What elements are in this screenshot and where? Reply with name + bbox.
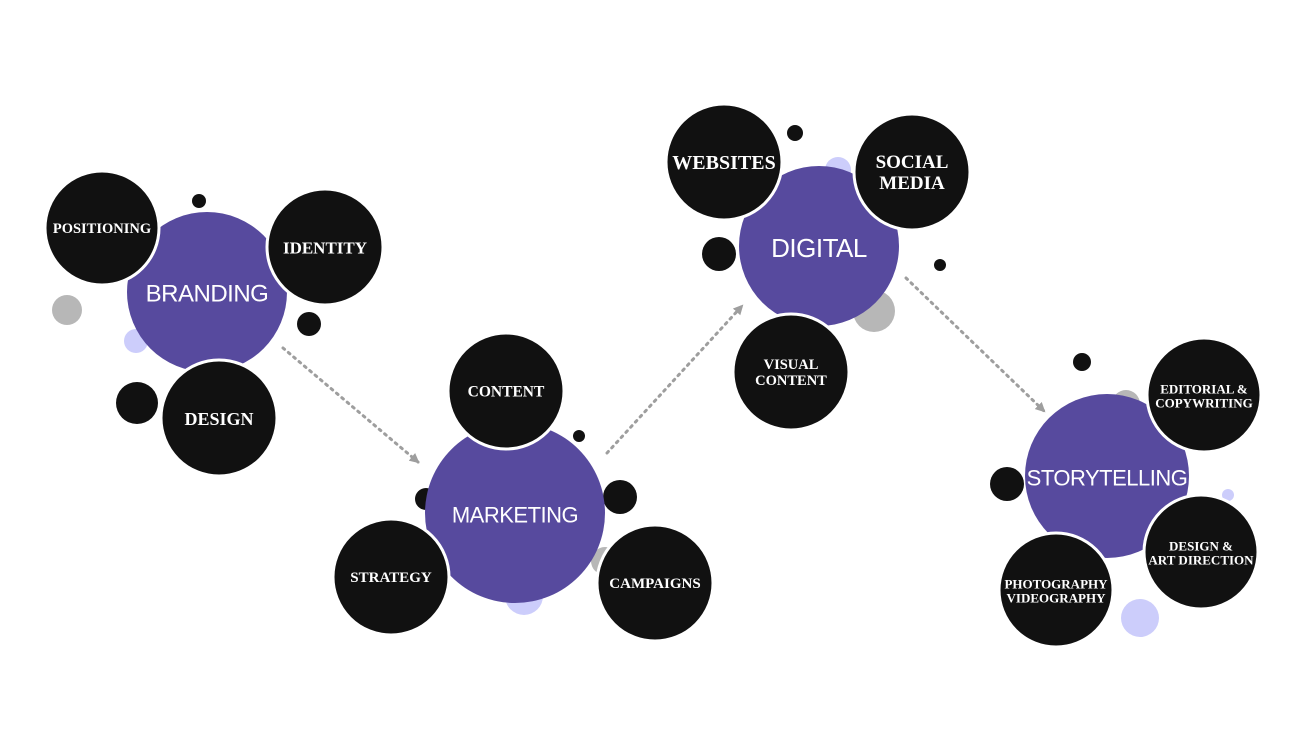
satellite-label: PHOTOGRAPHY (1004, 576, 1108, 591)
arrow-marketing-to-digital (605, 304, 744, 455)
arrow-digital-to-storytelling (904, 276, 1046, 413)
decorative-dot (990, 467, 1024, 501)
satellite-label: DESIGN & (1169, 538, 1233, 553)
decorative-dot (116, 382, 158, 424)
decorative-dot (787, 125, 803, 141)
hub-label: MARKETING (452, 503, 578, 528)
decorative-dot (603, 480, 637, 514)
hub-storytelling: STORYTELLING (1025, 394, 1189, 558)
satellite-label: WEBSITES (672, 152, 775, 174)
satellite-design-art: DESIGN &ART DIRECTION (1142, 493, 1260, 611)
satellite-websites: WEBSITES (664, 102, 784, 222)
hub-marketing: MARKETING (425, 423, 605, 603)
satellite-label: VIDEOGRAPHY (1007, 591, 1107, 606)
decorative-dot (573, 430, 585, 442)
satellite-label: DESIGN (184, 409, 253, 429)
satellite-circle (1145, 336, 1263, 454)
satellite-label: IDENTITY (283, 239, 367, 258)
satellite-label: EDITORIAL & (1160, 381, 1248, 396)
arrow-branding-to-marketing (281, 346, 420, 464)
satellite-circle (731, 312, 851, 432)
satellite-circle (664, 102, 784, 222)
satellite-positioning: POSITIONING (43, 169, 161, 287)
decorative-dot (1121, 599, 1159, 637)
hub-circle (1025, 394, 1189, 558)
satellite-design: DESIGN (159, 358, 279, 478)
satellite-label: COPYWRITING (1155, 396, 1253, 411)
satellite-circle (265, 187, 385, 307)
decorative-dot (934, 259, 946, 271)
satellite-circle (1142, 493, 1260, 611)
hub-label: BRANDING (146, 281, 269, 308)
satellite-circle (446, 331, 566, 451)
hub-circle (739, 166, 899, 326)
satellite-label: CONTENT (755, 373, 827, 389)
satellite-circle (331, 517, 451, 637)
satellite-label: STRATEGY (350, 570, 432, 586)
hub-digital: DIGITAL (739, 166, 899, 326)
satellite-label: MEDIA (879, 173, 945, 194)
satellite-label: SOCIAL (876, 152, 949, 173)
satellite-editorial: EDITORIAL &COPYWRITING (1145, 336, 1263, 454)
satellite-strategy: STRATEGY (331, 517, 451, 637)
satellite-campaigns: CAMPAIGNS (595, 523, 715, 643)
satellite-label: VISUAL (764, 357, 819, 373)
satellite-circle (159, 358, 279, 478)
satellite-label: CAMPAIGNS (609, 576, 700, 592)
hub-circle (425, 423, 605, 603)
satellite-circle (852, 112, 972, 232)
satellite-identity: IDENTITY (265, 187, 385, 307)
hub-branding: BRANDING (127, 212, 287, 372)
hub-label: STORYTELLING (1027, 466, 1188, 491)
decorative-dot (1073, 353, 1091, 371)
satellite-label: ART DIRECTION (1148, 553, 1254, 568)
decorative-dot (192, 194, 206, 208)
decorative-dot (297, 312, 321, 336)
decorative-dot (702, 237, 736, 271)
decorative-dot (1222, 489, 1234, 501)
hub-circle (127, 212, 287, 372)
satellite-label: CONTENT (468, 384, 545, 401)
satellite-circle (595, 523, 715, 643)
satellite-circle (43, 169, 161, 287)
satellite-circle (997, 531, 1115, 649)
satellite-content: CONTENT (446, 331, 566, 451)
hub-label: DIGITAL (771, 233, 867, 263)
decorative-dot (52, 295, 82, 325)
satellite-label: POSITIONING (53, 221, 151, 237)
